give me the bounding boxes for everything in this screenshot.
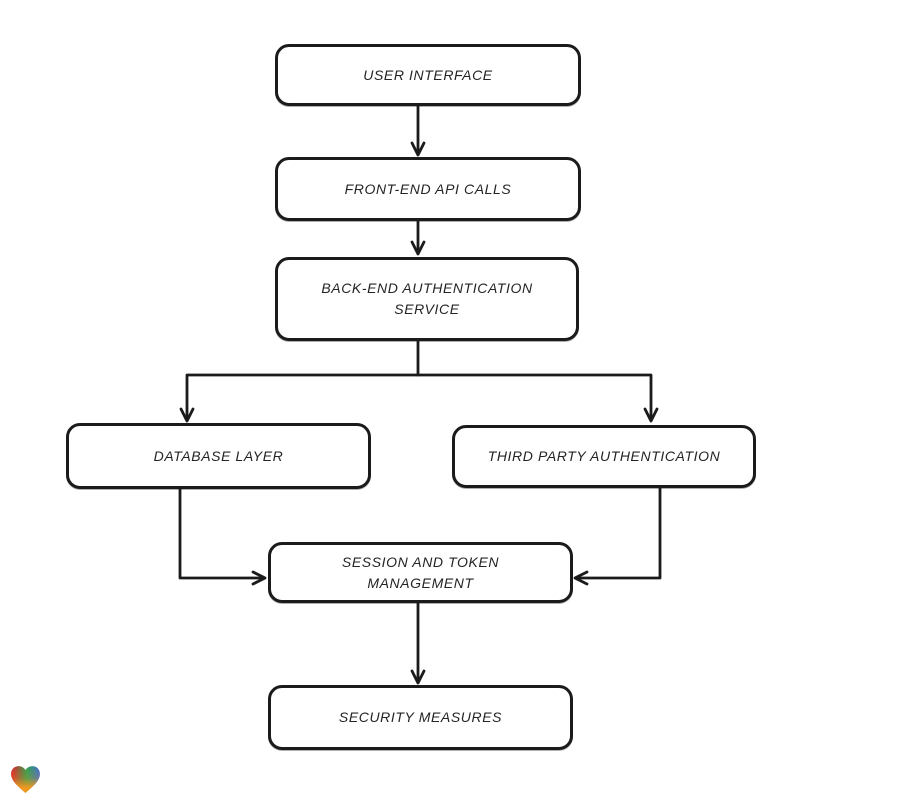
node-label: USER INTERFACE	[363, 66, 493, 83]
node-label: SECURITY MEASURES	[338, 709, 503, 725]
edge-session-to-security	[410, 601, 426, 685]
node-label: BACK-END AUTHENTICATION SERVICE	[321, 280, 533, 317]
node-session-token-management: SESSION AND TOKEN MANAGEMENT	[268, 542, 573, 603]
node-label: THIRD PARTY AUTHENTICATION	[487, 448, 721, 464]
node-back-end-auth-service: BACK-END AUTHENTICATION SERVICE	[275, 257, 579, 341]
node-database-layer: DATABASE LAYER	[66, 423, 371, 489]
gradient-heart-logo	[11, 766, 40, 793]
node-label: DATABASE LAYER	[153, 447, 284, 464]
edge-back-end-to-database	[179, 339, 420, 423]
node-third-party-auth: THIRD PARTY AUTHENTICATION	[452, 425, 756, 488]
edge-database-to-session	[178, 487, 267, 586]
node-user-interface: USER INTERFACE	[275, 44, 581, 106]
node-label: FRONT-END API CALLS	[344, 180, 512, 197]
edge-third-party-to-session	[573, 486, 662, 586]
node-front-end-api-calls: FRONT-END API CALLS	[275, 157, 581, 221]
edge-front-end-to-back-end	[410, 218, 426, 256]
edge-back-end-to-third-party	[416, 373, 659, 423]
edge-user-interface-to-front-end	[410, 104, 426, 157]
node-security-measures: SECURITY MEASURES	[268, 685, 573, 750]
node-label: SESSION AND TOKEN MANAGEMENT	[341, 553, 500, 591]
